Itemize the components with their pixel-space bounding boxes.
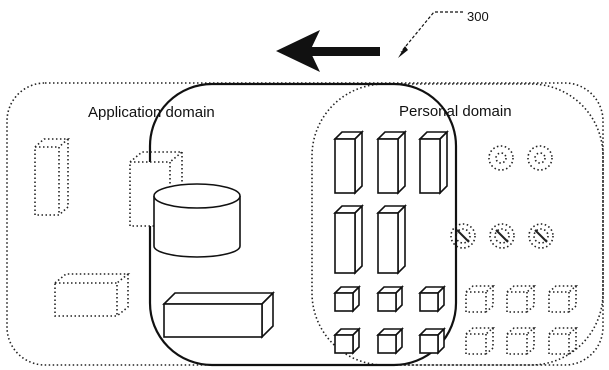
dotted-small-cube-icon [465, 285, 496, 313]
dotted-small-cube-icon [506, 327, 537, 355]
dotted-no-entry-icon [489, 223, 515, 249]
solid-small-cube-icon [376, 327, 404, 355]
dotted-no-entry-icon [450, 223, 476, 249]
dotted-small-cube-icon [465, 327, 496, 355]
outer-dotted-frame [6, 82, 604, 366]
solid-flat-box-icon [162, 291, 275, 339]
solid-tall-box-icon [418, 130, 449, 195]
solid-tall-box-icon [333, 204, 364, 275]
dotted-ring-icon [488, 145, 514, 171]
solid-tall-box-icon [376, 130, 407, 195]
dotted-tall-box-icon [34, 138, 71, 216]
dotted-ring-icon [527, 145, 553, 171]
database-cylinder-icon [153, 183, 241, 258]
solid-small-cube-icon [333, 327, 361, 355]
dotted-flat-box-icon [54, 273, 131, 317]
dotted-small-cube-icon [548, 327, 579, 355]
solid-tall-box-icon [333, 130, 364, 195]
solid-small-cube-icon [418, 327, 446, 355]
dotted-small-cube-icon [506, 285, 537, 313]
dotted-no-entry-icon [528, 223, 554, 249]
reference-arrowhead [398, 46, 408, 58]
solid-small-cube-icon [418, 285, 446, 313]
reference-number: 300 [467, 9, 489, 24]
solid-small-cube-icon [376, 285, 404, 313]
reference-leader-line [400, 11, 463, 53]
dotted-small-cube-icon [548, 285, 579, 313]
left-arrow-icon [276, 30, 380, 72]
solid-tall-box-icon [376, 204, 407, 275]
personal-domain-label: Personal domain [399, 103, 512, 120]
application-domain-label: Application domain [88, 104, 215, 121]
solid-small-cube-icon [333, 285, 361, 313]
personal-domain-region [311, 83, 604, 366]
